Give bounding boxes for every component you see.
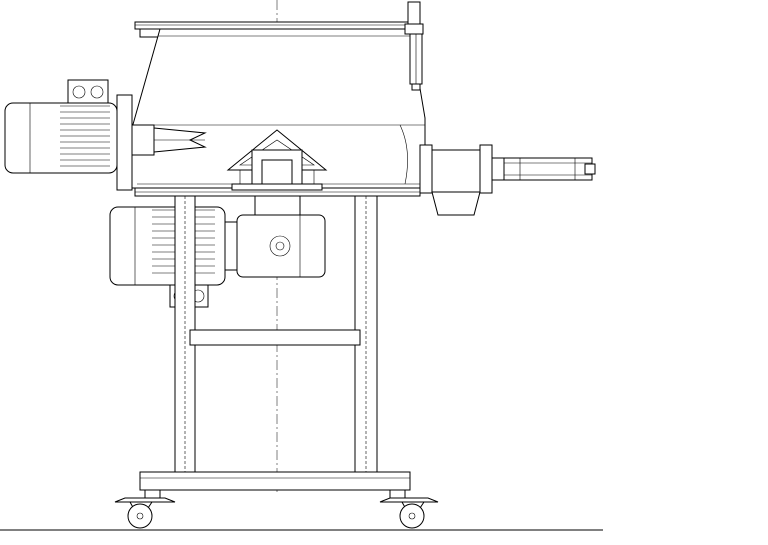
actuator	[503, 157, 596, 181]
outlet-valve	[419, 144, 505, 216]
side-motor	[4, 79, 207, 191]
frame	[139, 195, 411, 491]
caster-left	[114, 489, 176, 529]
agitator-hub	[226, 129, 328, 191]
gearbox	[224, 195, 326, 278]
drive-motor	[109, 206, 226, 308]
caster-right	[379, 489, 439, 529]
vent-valve	[404, 1, 424, 91]
